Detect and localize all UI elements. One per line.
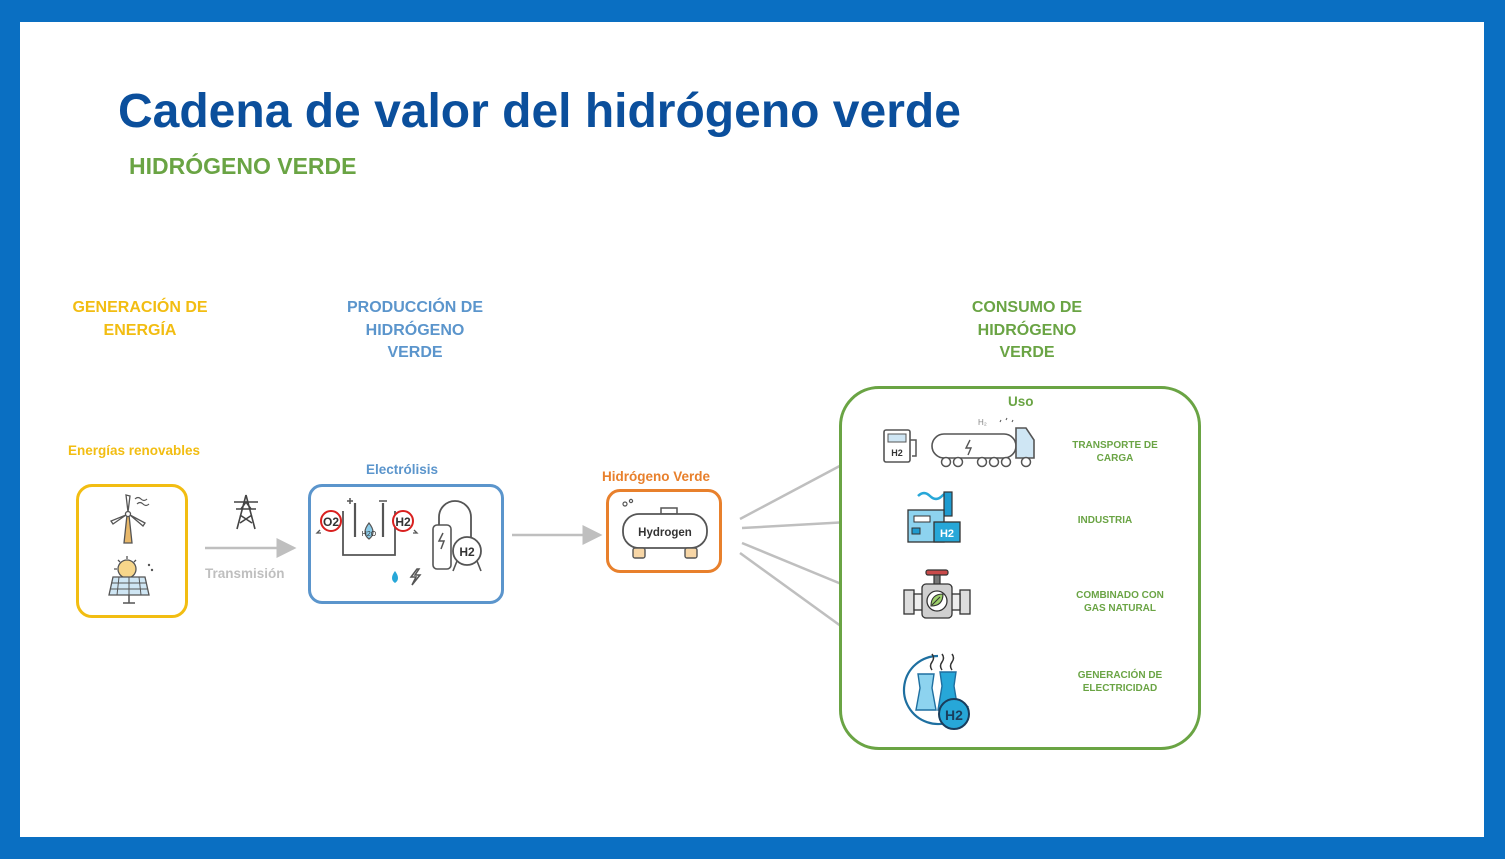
tank-text: Hydrogen [638,527,692,539]
generation-heading: GENERACIÓN DE ENERGÍA [72,299,208,339]
h2-text: H2 [395,515,411,529]
factory-h2-text: H2 [940,528,954,540]
wind-turbine-icon [110,494,150,544]
slide-title: Cadena de valor del hidrógeno verde [118,85,961,138]
power-h2-text: H2 [945,707,963,723]
slide: Cadena de valor del hidrógeno verde HIDR… [20,22,1484,837]
truck-icon: H2 H₂ [883,417,1035,468]
gas-valve-icon [903,569,971,619]
truck-h2-text: H₂ [978,418,987,427]
use-label: Uso [1008,394,1034,409]
green-hydrogen-label: Hidrógeno Verde [602,469,711,484]
o2-text: O2 [323,515,339,529]
consumption-heading: CONSUMO DE HIDRÓGENO VERDE [971,299,1083,361]
production-heading: PRODUCCIÓN DE HIDRÓGENO VERDE [346,299,483,361]
h2o-text: H2O [362,531,377,538]
pump-h2-text: H2 [891,448,903,458]
transmission-tower-icon [234,494,258,530]
h2-tank-text: H2 [459,545,475,559]
slide-subtitle: HIDRÓGENO VERDE [129,153,357,179]
transmission-label: Transmisión [205,566,285,581]
electrolyzer-icon: H2O O2 H2 H2 [315,498,482,586]
factory-icon: H2 [907,491,961,543]
solar-panel-icon [108,556,154,604]
flow-arrows [205,450,888,660]
power-plant-icon: H2 [902,653,970,730]
electrolysis-label: Electrólisis [366,462,439,477]
renewables-box [76,484,188,618]
renewables-label: Energías renovables [68,443,201,458]
use-industry-label: INDUSTRIA [1077,515,1133,526]
hydrogen-tank-icon: Hydrogen [622,498,708,559]
storage-box: Hydrogen [606,489,722,573]
electrolysis-box: H2O O2 H2 H2 [308,484,504,604]
